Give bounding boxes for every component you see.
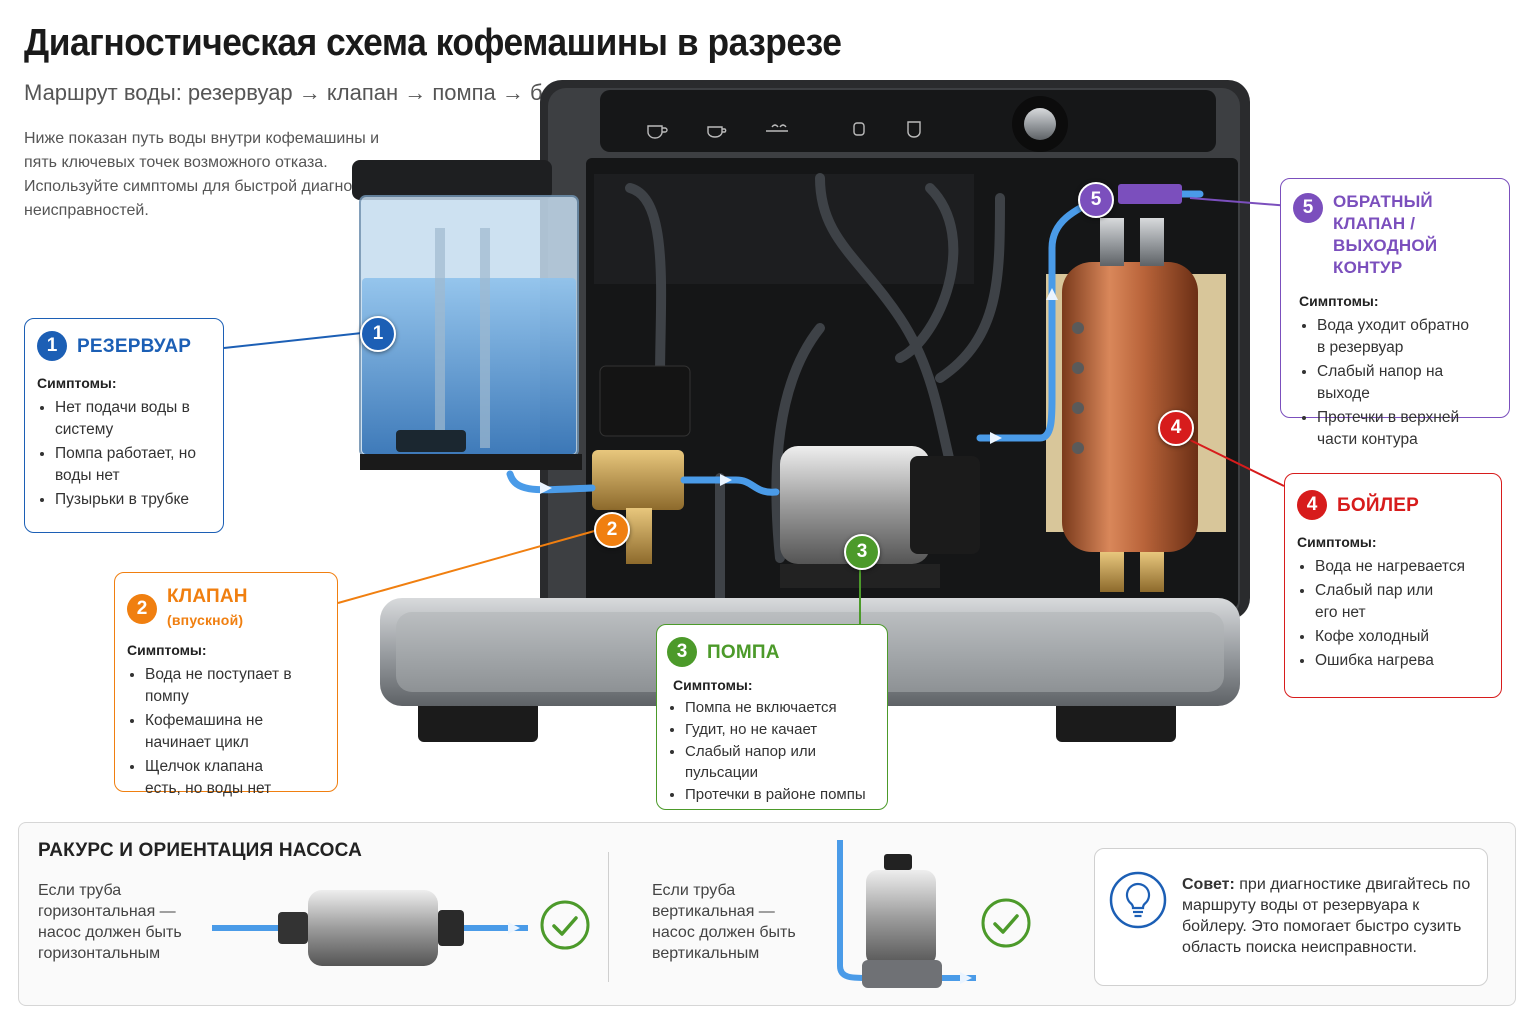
flow-arrow [540,482,552,494]
vertical-pump-illustration [837,840,976,988]
tip-text: Совет: при диагностике двигайтесь по мар… [1182,874,1472,958]
card-reservoir: 1 РЕЗЕРВУАР Симптомы: Нет подачи воды в … [24,318,224,533]
pump-body [780,446,930,564]
cup-icon [853,122,865,136]
symptom-list-valve: Вода не поступает в помпу Кофемашина не … [127,664,323,800]
reservoir-lid [352,160,552,200]
flow-arrow [1046,288,1058,300]
horizontal-pump-illustration [212,890,528,966]
card-pump: 3 ПОМПА Симптомы: Помпа не включается Гу… [656,624,888,810]
machine-foot [1056,696,1176,742]
symptom-item: Кофе холодный [1315,626,1487,648]
flow-arrow [990,432,1002,444]
pipe [935,193,1005,383]
marker-check-valve: 5 [1078,182,1114,218]
marker-boiler: 4 [1158,410,1194,446]
symptom-list-reservoir: Нет подачи воды в систему Помпа работает… [37,397,209,511]
lightbulb-icon [1109,871,1167,929]
marker-pump: 3 [844,534,880,570]
pipe [895,183,959,363]
control-icons [647,121,921,139]
machine-foot [418,696,538,742]
solenoid-valve [599,365,691,437]
reservoir-water [362,278,576,454]
pipe [625,183,667,383]
vertical-orientation-text: Если труба вертикальная — насос должен б… [652,882,796,962]
symptom-list-boiler: Вода не нагревается Слабый пар или его н… [1297,556,1487,672]
badge-check-valve: 5 [1293,193,1323,223]
inlet-valve [592,450,684,510]
symptom-item: Ошибка нагрева [1315,650,1487,672]
symptoms-label: Симптомы: [37,375,117,391]
check-circle-icon [540,900,590,950]
cup-icon [907,121,921,138]
card-title-valve-note: (впускной) [167,612,244,628]
badge-reservoir: 1 [37,331,67,361]
page-subtitle: Маршрут воды: резервуар → клапан → помпа… [24,80,605,105]
pump-orientation-title: РАКУРС И ОРИЕНТАЦИЯ НАСОСА [38,840,363,861]
symptom-item: Помпа работает, но воды нет [55,443,209,487]
card-title-pump: ПОМПА [707,641,780,663]
symptom-item: Вода уходит обратно в резервуар [1317,315,1475,359]
badge-boiler: 4 [1297,490,1327,520]
symptom-list-pump: Помпа не включается Гудит, но не качает … [667,697,873,805]
symptom-item: Слабый пар или его нет [1315,580,1447,624]
symptoms-label: Симптомы: [673,677,753,693]
card-boiler: 4 БОЙЛЕР Симптомы: Вода не нагревается С… [1284,473,1502,698]
intro-text: Ниже показан путь воды внутри кофемашины… [24,130,393,219]
symptom-item: Вода не поступает в помпу [145,664,313,708]
check-valve-joint [1118,184,1182,204]
check-circle-icon [981,898,1031,948]
symptoms-label: Симптомы: [1297,534,1377,550]
symptom-item: Пузырьки в трубке [55,489,209,511]
marker-reservoir: 1 [360,316,396,352]
symptom-item: Кофемашина не начинает цикл [145,710,283,754]
symptom-item: Нет подачи воды в систему [55,397,209,441]
control-panel [600,90,1216,152]
symptom-item: Вода не нагревается [1315,556,1487,578]
card-title-boiler: БОЙЛЕР [1337,494,1419,516]
cup-icon [707,126,727,138]
badge-valve: 2 [127,593,157,624]
pipe [771,323,825,563]
flow-arrow [720,474,732,486]
marker-valve: 2 [594,512,630,548]
pipe [815,173,965,503]
page-title: Диагностическая схема кофемашины в разре… [24,22,842,64]
card-title-reservoir: РЕЗЕРВУАР [77,335,192,357]
card-title-check-valve: ОБРАТНЫЙ КЛАПАН /ВЫХОДНОЙ КОНТУР [1333,192,1438,277]
card-check-valve: 5 ОБРАТНЫЙ КЛАПАН /ВЫХОДНОЙ КОНТУР Симпт… [1280,178,1510,448]
symptom-item: Щелчок клапана есть, но воды нет [145,756,283,800]
orientation-divider [608,852,609,982]
symptom-item: Слабый напор или пульсации [685,741,843,783]
symptom-item: Гудит, но не качает [685,719,873,740]
boiler [1062,262,1198,552]
symptom-item: Протечки в районе помпы [685,784,873,805]
water-path [680,476,780,496]
tip-body: при диагностике двигайтесь по маршруту в… [1182,876,1471,956]
symptom-item: Слабый напор на выходе [1317,361,1495,405]
badge-pump: 3 [667,637,697,667]
card-title-valve: КЛАПАН (впускной) [167,586,248,628]
symptom-list-check-valve: Вода уходит обратно в резервуар Слабый н… [1299,315,1495,451]
steam-icon [766,124,788,132]
symptom-item: Протечки в верхней части контура [1317,407,1475,451]
cup-icon [647,125,668,139]
symptoms-label: Симптомы: [1299,293,1379,309]
symptom-item: Помпа не включается [685,697,873,718]
horizontal-orientation-text: Если труба горизонтальная — насос должен… [38,882,182,962]
water-path [506,470,596,494]
tip-label: Совет: [1182,876,1235,893]
card-valve: 2 КЛАПАН (впускной) Симптомы: Вода не по… [114,572,338,797]
symptoms-label: Симптомы: [127,642,207,658]
